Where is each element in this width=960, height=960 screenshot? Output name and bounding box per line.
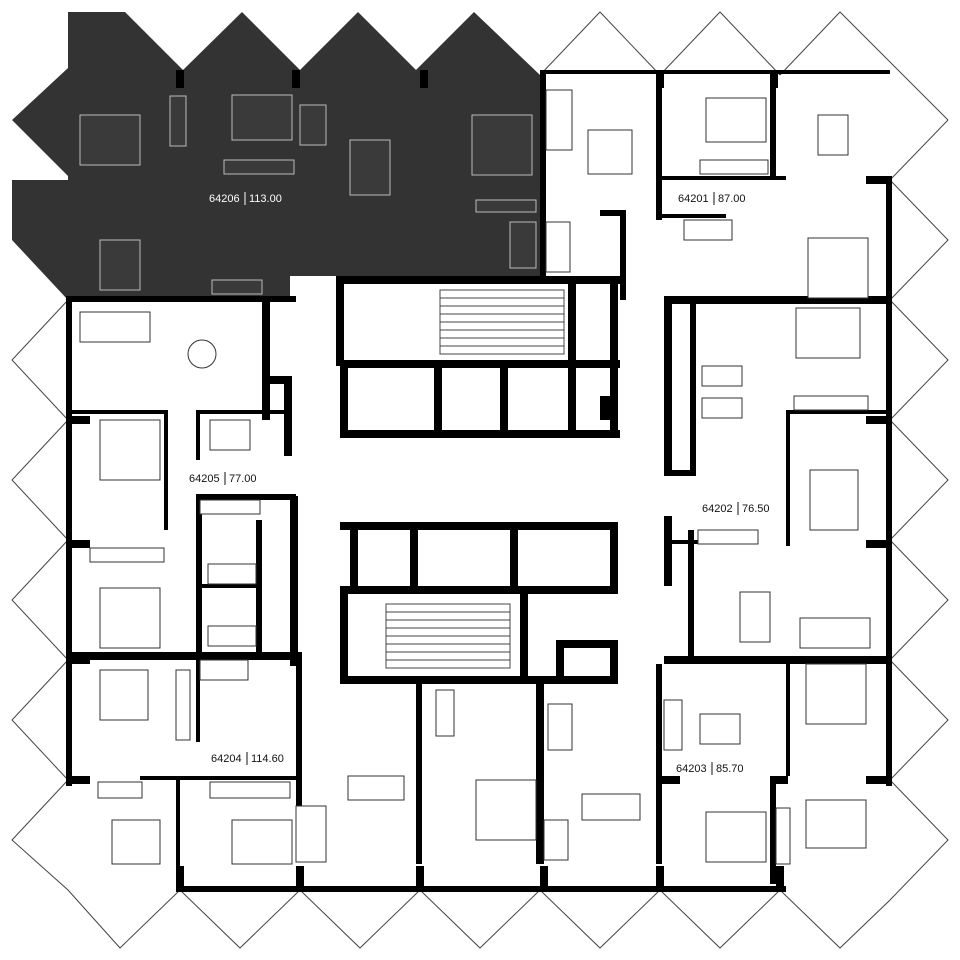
apartment-number: 64205 [189, 473, 220, 485]
furniture-other [79, 89, 871, 865]
apartment-area: 85.70 [716, 763, 744, 775]
apartment-number: 64206 [209, 193, 240, 205]
furniture-64206 [79, 94, 537, 295]
apartment-number: 64201 [678, 193, 709, 205]
apartment-label-64203: 64203 85.70 [676, 762, 744, 775]
apartment-area: 114.60 [251, 753, 284, 765]
apartment-label-64205: 64205 77.00 [189, 472, 257, 485]
apartment-area: 76.50 [742, 503, 770, 515]
building-core [336, 276, 626, 684]
apartment-label-64206: 64206 113.00 [209, 192, 282, 205]
apartment-number: 64204 [211, 753, 242, 765]
apartment-label-64204: 64204 114.60 [211, 752, 284, 765]
apartment-label-64202: 64202 76.50 [702, 502, 770, 515]
apartment-64206-area[interactable] [12, 12, 540, 300]
exterior-walls [66, 70, 892, 892]
apartment-area: 113.00 [249, 193, 282, 205]
apartment-number: 64203 [676, 763, 707, 775]
apartment-number: 64202 [702, 503, 733, 515]
bay-windows [11, 11, 949, 949]
apartment-label-64201: 64201 87.00 [678, 192, 746, 205]
apartment-area: 77.00 [229, 473, 257, 485]
interior-walls [66, 70, 888, 890]
apartment-area: 87.00 [718, 193, 746, 205]
